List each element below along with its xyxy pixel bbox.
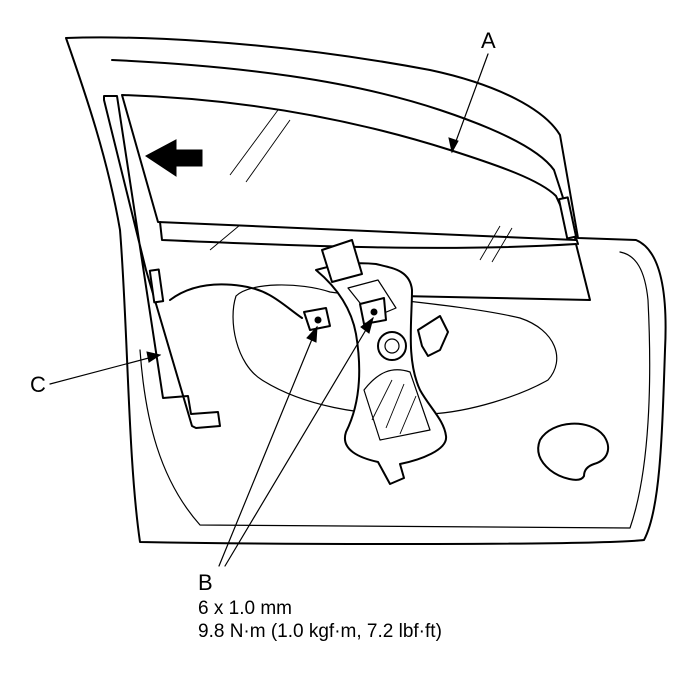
- motor-gear-icon: [377, 331, 407, 361]
- leader-line-b-right: [224, 317, 374, 567]
- regulator-slider: [321, 239, 363, 283]
- callout-a: A: [481, 28, 496, 53]
- regulator-rail-hatch: [371, 379, 393, 421]
- regulator-rail-hatch: [399, 395, 417, 435]
- wire-harness: [169, 283, 303, 319]
- bolt-left-head: [314, 316, 322, 324]
- glass-belt-line: [159, 221, 591, 301]
- glass-glare: [491, 227, 513, 263]
- glass-glare: [245, 119, 291, 183]
- bolt-right-head: [370, 308, 378, 316]
- motor-hub: [384, 338, 400, 354]
- arrow-left-icon: [145, 139, 203, 177]
- run-channel: [103, 95, 221, 429]
- channel-clip: [148, 268, 165, 304]
- callout-b: B: [198, 570, 213, 595]
- leader-arrow-b-right: [360, 316, 374, 334]
- glass-glare: [479, 225, 501, 261]
- leader-line-b-left: [218, 326, 318, 567]
- door-inner-contour: [139, 251, 651, 529]
- regulator-rail-hatch: [385, 383, 405, 429]
- service-hole: [232, 284, 558, 416]
- leader-arrow-b-left: [306, 325, 318, 343]
- glass-glare: [229, 109, 279, 176]
- glass-glare: [209, 224, 241, 251]
- leader-arrow-a: [448, 137, 459, 154]
- leader-line-a: [451, 53, 489, 153]
- door-outer-panel: [65, 36, 667, 546]
- regulator-motor: [417, 315, 449, 357]
- regulator-rail: [363, 369, 431, 441]
- callout-c: C: [30, 372, 46, 397]
- window-frame: [111, 59, 579, 245]
- speaker-opening: [537, 422, 610, 481]
- channel-clip-rear: [557, 196, 578, 240]
- window-glass: [121, 94, 577, 241]
- leader-arrow-c: [146, 351, 162, 363]
- fastener-size: 6 x 1.0 mm: [198, 598, 292, 619]
- fastener-torque: 9.8 N·m (1.0 kgf·m, 7.2 lbf·ft): [198, 621, 442, 642]
- leader-line-c: [49, 354, 161, 385]
